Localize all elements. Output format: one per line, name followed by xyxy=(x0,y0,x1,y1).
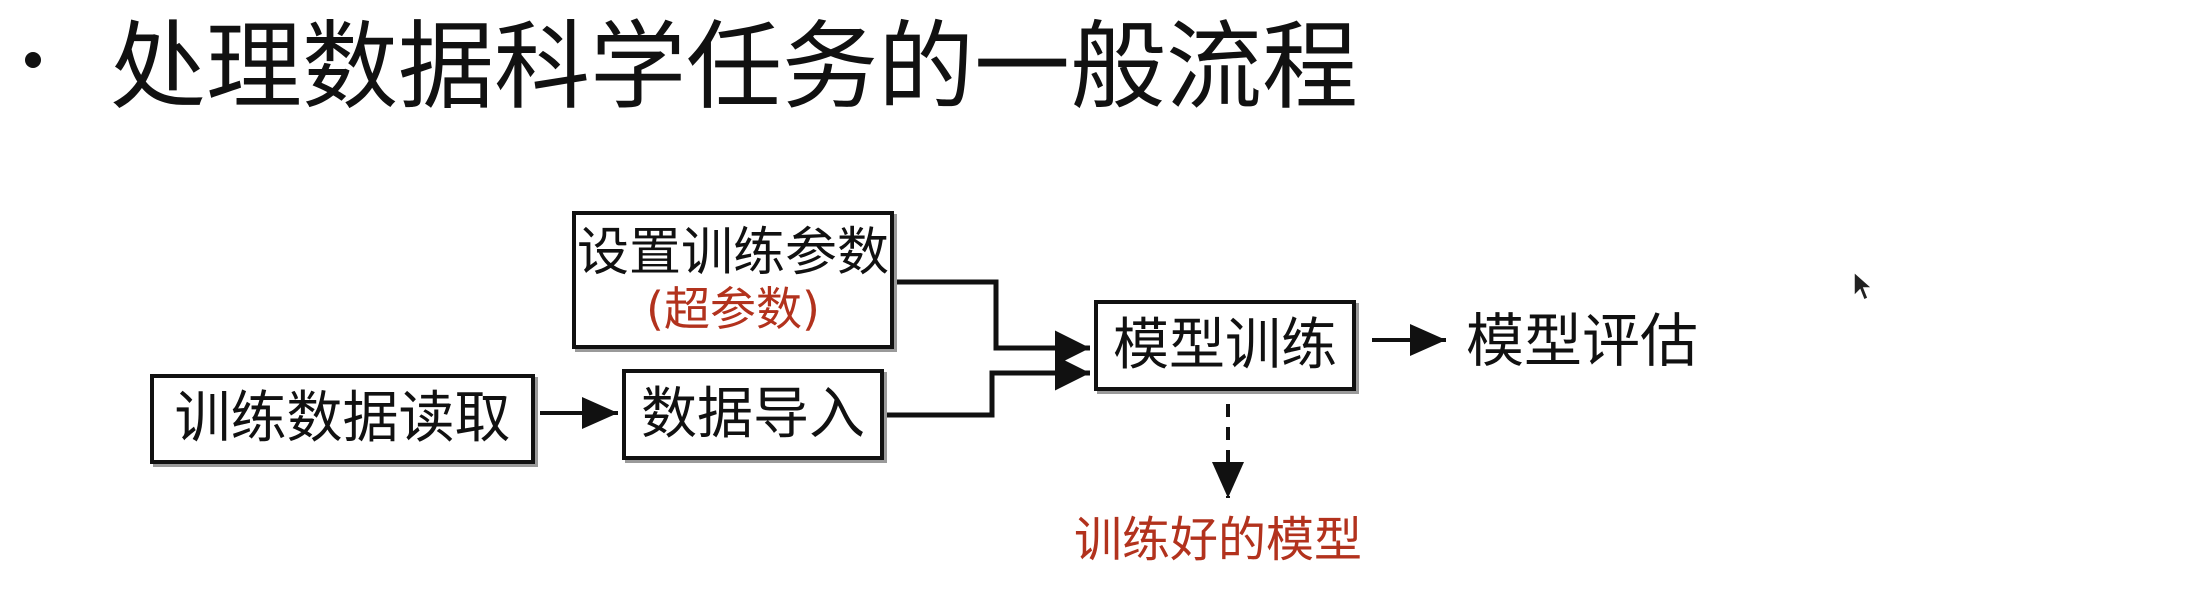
node-model-training: 模型训练 xyxy=(1094,300,1356,391)
node-model-evaluation-label: 模型评估 xyxy=(1466,307,1699,375)
node-read-training-data-label: 训练数据读取 xyxy=(174,386,511,451)
node-hyperparams-note: (超参数) xyxy=(646,282,820,336)
node-trained-model-label: 训练好的模型 xyxy=(1074,512,1363,568)
arrow-params-to-training xyxy=(896,279,1090,366)
node-data-import-label: 数据导入 xyxy=(641,381,865,447)
node-set-training-params-label: 设置训练参数 xyxy=(576,223,889,283)
bullet-dot xyxy=(25,52,41,68)
node-data-import: 数据导入 xyxy=(622,369,884,460)
node-model-training-label: 模型训练 xyxy=(1113,312,1337,378)
node-set-training-params: 设置训练参数 (超参数) xyxy=(572,211,894,349)
node-read-training-data: 训练数据读取 xyxy=(150,374,535,464)
arrow-import-to-training xyxy=(886,355,1090,418)
mouse-cursor-icon xyxy=(1853,270,1874,302)
slide-heading: 处理数据科学任务的一般流程 xyxy=(110,11,1358,123)
